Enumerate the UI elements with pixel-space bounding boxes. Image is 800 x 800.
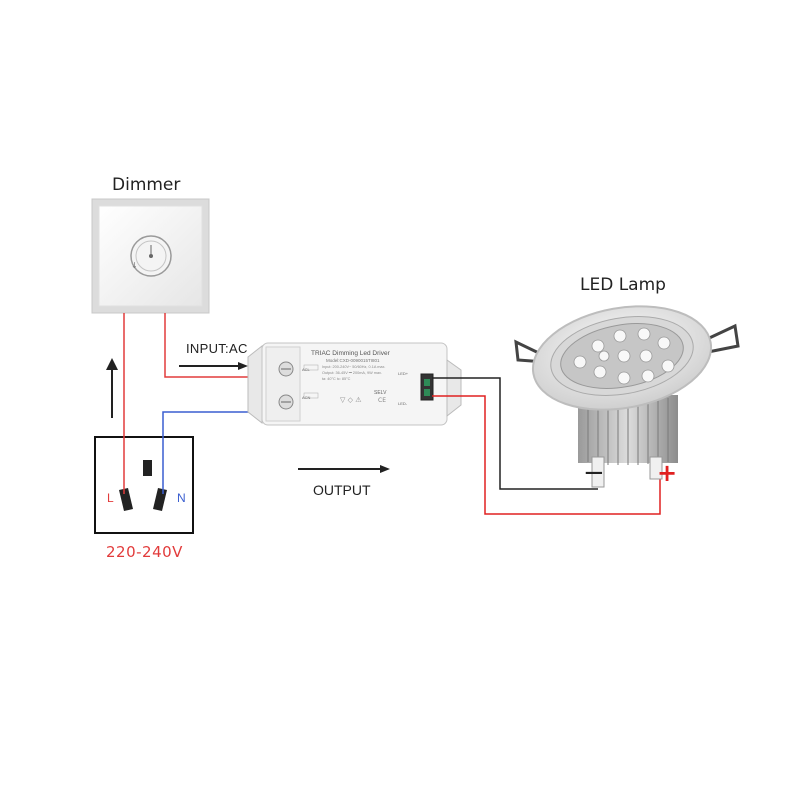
driver-output-terminal	[420, 373, 434, 401]
neutral-wire	[162, 411, 255, 494]
output-label: OUTPUT	[313, 482, 371, 498]
driver-spec-output: Output: 36-45V ⎓ 200mA, 9W max.	[322, 371, 383, 375]
up-arrow	[106, 358, 118, 418]
driver-title: TRIAC Dimming Led Driver	[311, 350, 390, 357]
lamp-clip-right	[704, 323, 740, 354]
voltage-label: 220-240V	[106, 543, 183, 561]
lamp-clip-left	[514, 339, 546, 364]
neutral-terminal-label: N	[177, 491, 186, 505]
live-wire-dimmer-driver	[164, 313, 255, 378]
driver-spec-input: Input: 200-240V~ 50/60Hz, 0.1A max.	[322, 365, 386, 369]
live-terminal-label: L	[107, 491, 114, 505]
positive-wire	[432, 395, 661, 515]
wall-socket	[94, 436, 194, 534]
output-arrow	[298, 465, 390, 473]
led-lamp	[514, 305, 740, 488]
negative-wire	[432, 377, 598, 490]
driver-terminal-led-plus: LED+	[398, 371, 409, 376]
driver-selv-mark: SELV	[374, 390, 387, 396]
led-lamp-label: LED Lamp	[580, 275, 666, 295]
positive-label: +	[657, 459, 678, 487]
led-driver: ▽ ◇ ⚠ CE	[247, 342, 462, 426]
dimmer-label: Dimmer	[112, 175, 181, 195]
svg-text:▽ ◇ ⚠: ▽ ◇ ⚠	[340, 396, 362, 404]
driver-terminal-acn: ACN	[302, 395, 311, 400]
svg-text:CE: CE	[378, 397, 386, 404]
dimmer-switch: ↓	[91, 198, 210, 314]
negative-label: −	[583, 458, 605, 488]
socket-live-slot	[119, 488, 133, 511]
driver-spec-temperature: ta: 40°C tc: 85°C	[322, 377, 351, 381]
driver-model: Model:CXD-0090015TI801	[326, 358, 380, 363]
socket-earth-slot	[143, 460, 152, 476]
lamp-connector	[591, 456, 605, 488]
svg-text:↓: ↓	[131, 261, 138, 270]
input-arrow	[179, 362, 248, 370]
driver-terminal-acl: ACL	[302, 367, 310, 372]
input-ac-label: INPUT:AC	[186, 341, 248, 356]
driver-terminal-led-minus: LED-	[398, 401, 408, 406]
